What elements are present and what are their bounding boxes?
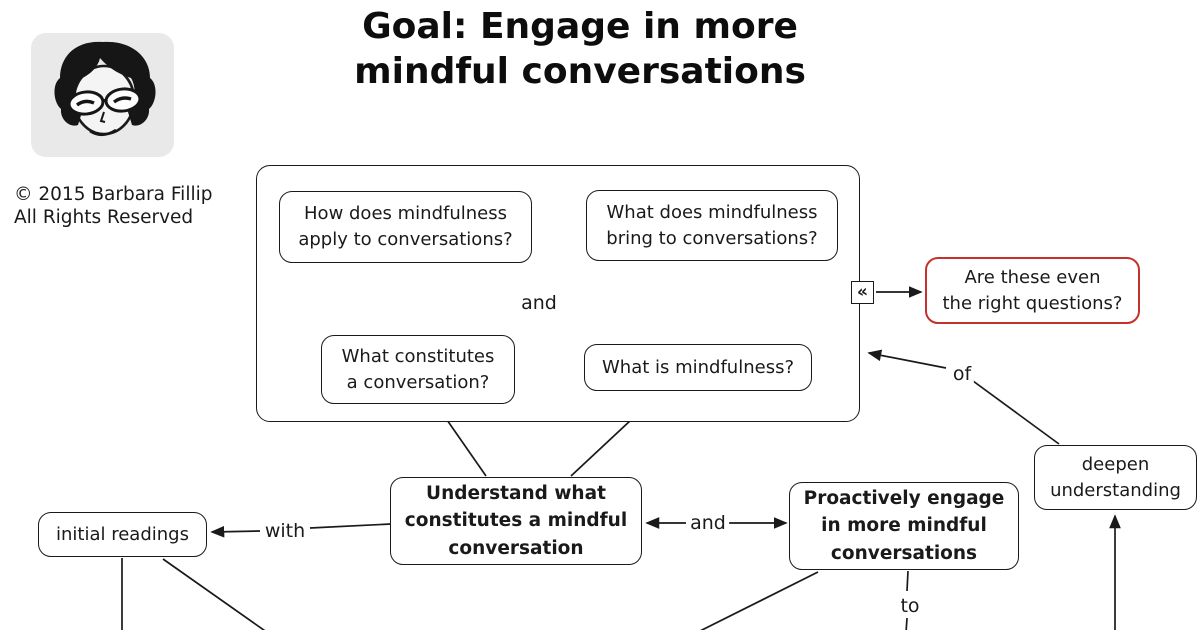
link-understand-to-with	[309, 523, 392, 529]
author-avatar	[30, 32, 175, 158]
link-label-and-questions[interactable]: and	[518, 292, 560, 314]
link-proactively-down-left	[700, 571, 819, 630]
node-how-mindfulness-applies[interactable]: How does mindfulness apply to conversati…	[279, 191, 532, 263]
copyright-text: © 2015 Barbara Fillip All Rights Reserve…	[14, 184, 213, 228]
node-what-constitutes-conversation[interactable]: What constitutes a conversation?	[321, 335, 515, 404]
link-label-and-goals[interactable]: and	[687, 512, 729, 534]
link-label-to[interactable]: to	[897, 595, 923, 617]
link-to-lower-stub	[905, 617, 908, 630]
node-deepen-understanding[interactable]: deepen understanding	[1034, 445, 1197, 510]
page-title: Goal: Engage in more mindful conversatio…	[354, 6, 806, 92]
link-label-of[interactable]: of	[949, 363, 975, 385]
node-what-mindfulness-brings[interactable]: What does mindfulness bring to conversat…	[586, 190, 838, 261]
link-of-to-questions-container	[867, 349, 947, 369]
collapsed-annotation-icon[interactable]: «	[851, 281, 874, 304]
node-proactively-engage[interactable]: Proactively engage in more mindful conve…	[789, 482, 1019, 570]
node-initial-readings[interactable]: initial readings	[38, 512, 207, 557]
avatar-face-icon	[31, 33, 174, 157]
node-right-questions[interactable]: Are these even the right questions?	[925, 257, 1140, 324]
node-understand-mindful-conversation[interactable]: Understand what constitutes a mindful co…	[390, 477, 642, 565]
double-chevron-glyph: «	[855, 281, 870, 303]
link-initial-readings-down-right	[162, 558, 266, 630]
node-what-is-mindfulness[interactable]: What is mindfulness?	[584, 344, 812, 391]
link-proactively-to-to-upper	[906, 570, 909, 592]
link-of-to-deepen	[972, 380, 1060, 445]
link-with-to-initial-readings	[210, 525, 261, 538]
link-label-with[interactable]: with	[261, 520, 309, 542]
